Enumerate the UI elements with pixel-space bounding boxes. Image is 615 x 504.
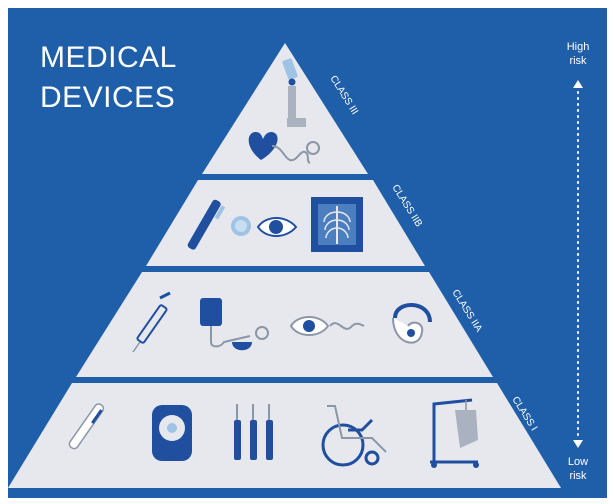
tier-class-i	[8, 383, 561, 488]
high-risk-line-1: High	[566, 41, 590, 53]
arrow-down-icon	[573, 440, 583, 448]
xray-icon	[311, 197, 363, 252]
title-line-1: MEDICAL	[40, 41, 177, 74]
low-risk-label: Low risk	[558, 455, 598, 483]
high-risk-line-2: risk	[569, 55, 587, 67]
patient-lift-icon	[430, 398, 479, 468]
thermometer-icon	[68, 403, 105, 450]
prosthetic-leg-icon	[282, 58, 306, 127]
contact-lens-icon	[231, 216, 251, 236]
syringe-icon	[132, 291, 171, 353]
eye-probe-icon	[289, 316, 365, 336]
eye-icon	[256, 217, 298, 237]
tier-class-iii	[202, 43, 368, 174]
insulin-pen-icon	[187, 199, 226, 250]
risk-scale-arrow	[573, 80, 583, 448]
blood-pressure-monitor-icon	[200, 298, 269, 351]
pacemaker-heart-icon	[248, 132, 320, 164]
arrow-up-icon	[573, 80, 583, 88]
low-risk-line-1: Low	[567, 456, 589, 468]
hearing-aid-icon	[392, 303, 432, 344]
low-risk-line-2: risk	[569, 470, 587, 482]
high-risk-label: High risk	[558, 40, 598, 68]
tier-class-iia	[76, 272, 493, 377]
title-line-2: DEVICES	[40, 81, 176, 114]
bandage-roll-icon	[152, 405, 192, 461]
wheelchair-icon	[321, 405, 387, 467]
page-title: MEDICAL DEVICES	[40, 38, 177, 118]
class-iii-label: CLASS III	[327, 74, 360, 117]
dental-tools-icon	[234, 404, 273, 460]
